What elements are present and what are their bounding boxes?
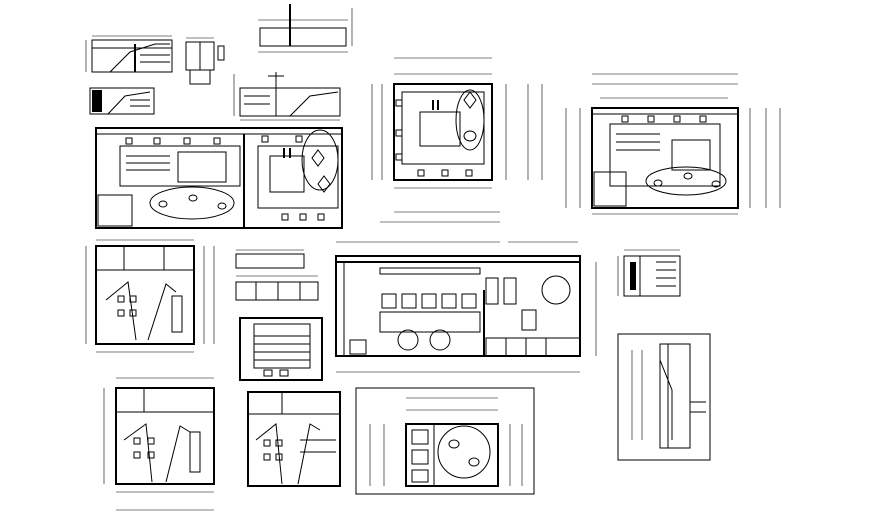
- right-framed-elevation: [617, 333, 711, 461]
- long-section-center: [335, 241, 597, 373]
- small-side-elevation-right: [617, 249, 681, 297]
- reception-plan-left: [95, 127, 343, 229]
- top-center-plan: [371, 57, 543, 223]
- lower-center-framed-plan: [355, 387, 535, 495]
- top-right-plan: [565, 73, 781, 215]
- small-elevations-top-left: [85, 4, 353, 121]
- counter-elevation-center: [235, 249, 323, 381]
- lower-left-elevation: [103, 377, 215, 511]
- cabinet-elevation-left: [85, 239, 215, 353]
- lower-mid-elevation: [247, 391, 341, 487]
